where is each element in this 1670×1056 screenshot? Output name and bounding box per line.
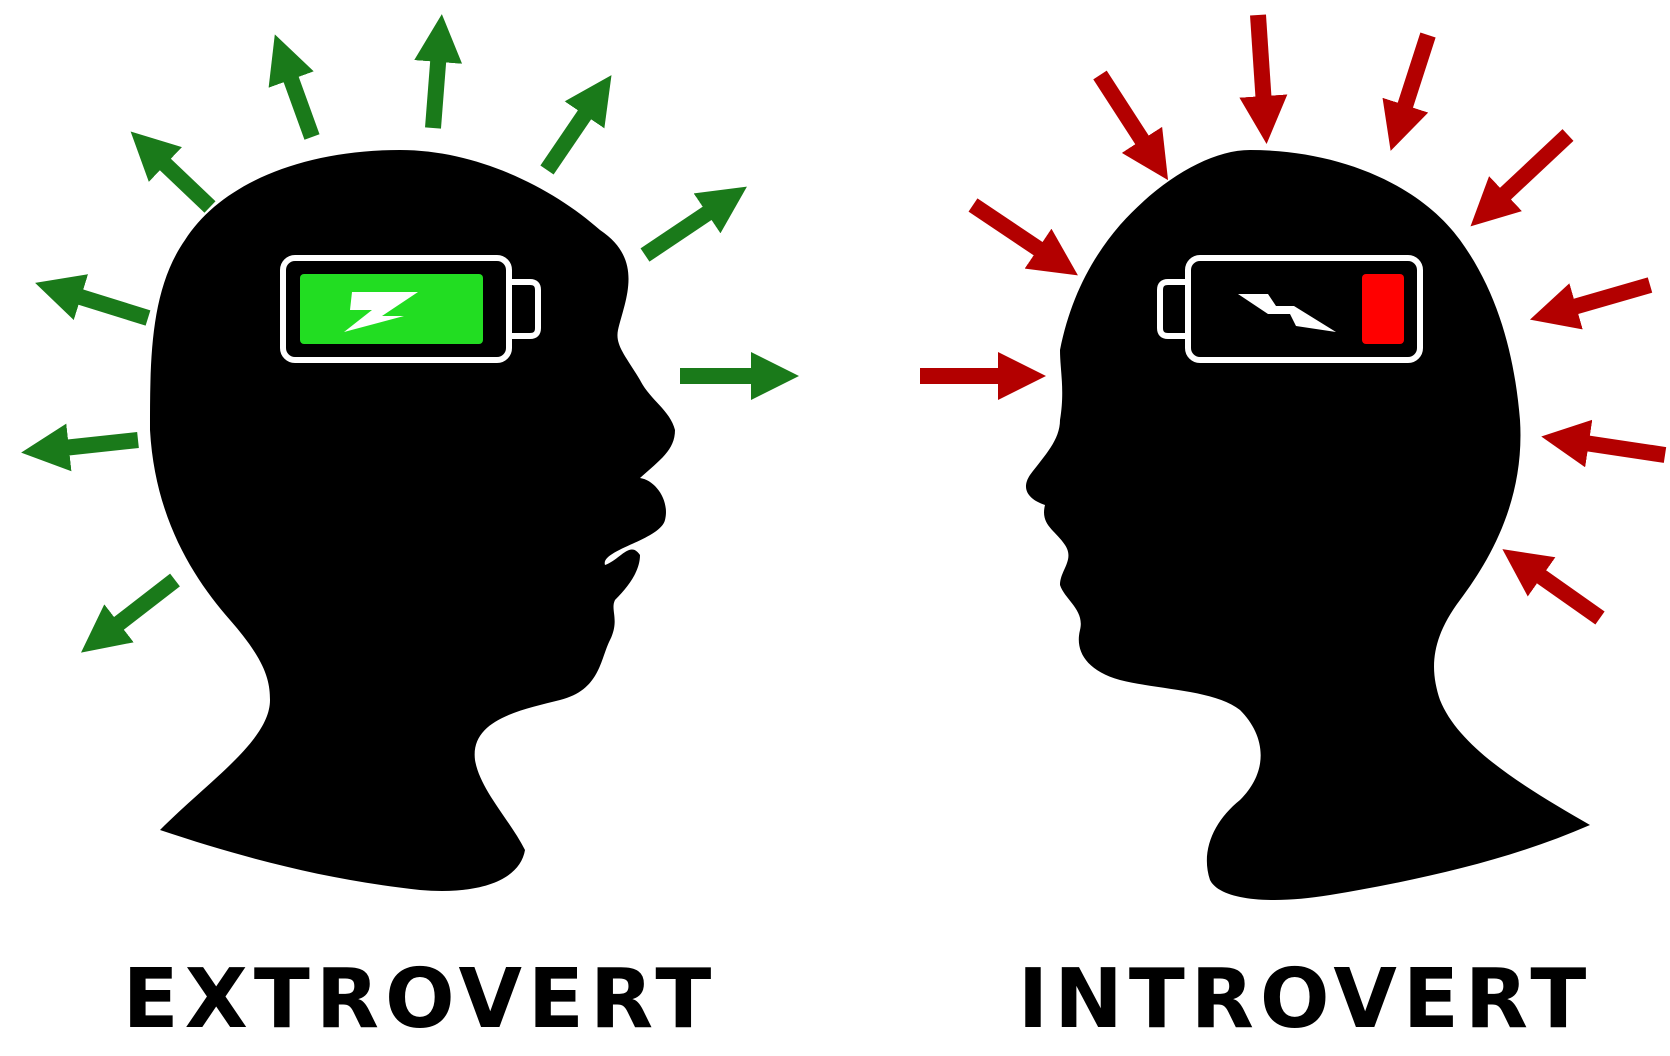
outgoing-arrow-icon [433, 38, 440, 128]
outgoing-arrow-icon [58, 290, 148, 318]
battery-low-fill [1362, 274, 1404, 344]
introvert-label: INTROVERT [955, 945, 1655, 1055]
incoming-arrow-icon [1398, 35, 1428, 128]
extrovert-label: EXTROVERT [40, 945, 800, 1055]
introvert-group [920, 15, 1665, 900]
incoming-arrow-icon [1488, 135, 1568, 210]
incoming-arrow-icon [1565, 440, 1665, 455]
extrovert-group [45, 38, 775, 891]
extrovert-head-icon [150, 150, 675, 891]
outgoing-arrow-icon [100, 580, 175, 638]
outgoing-arrow-icon [148, 148, 210, 207]
incoming-arrow-icon [1553, 285, 1650, 313]
introvert-head-icon [1026, 150, 1590, 900]
incoming-arrow-icon [1522, 563, 1600, 618]
outgoing-arrow-icon [547, 95, 598, 170]
incoming-arrow-icon [1258, 15, 1265, 120]
outgoing-arrow-icon [45, 440, 138, 450]
outgoing-arrow-icon [645, 200, 727, 255]
outgoing-arrow-icon [283, 57, 312, 137]
incoming-arrow-icon [1100, 75, 1155, 160]
incoming-arrow-icon [973, 205, 1058, 262]
